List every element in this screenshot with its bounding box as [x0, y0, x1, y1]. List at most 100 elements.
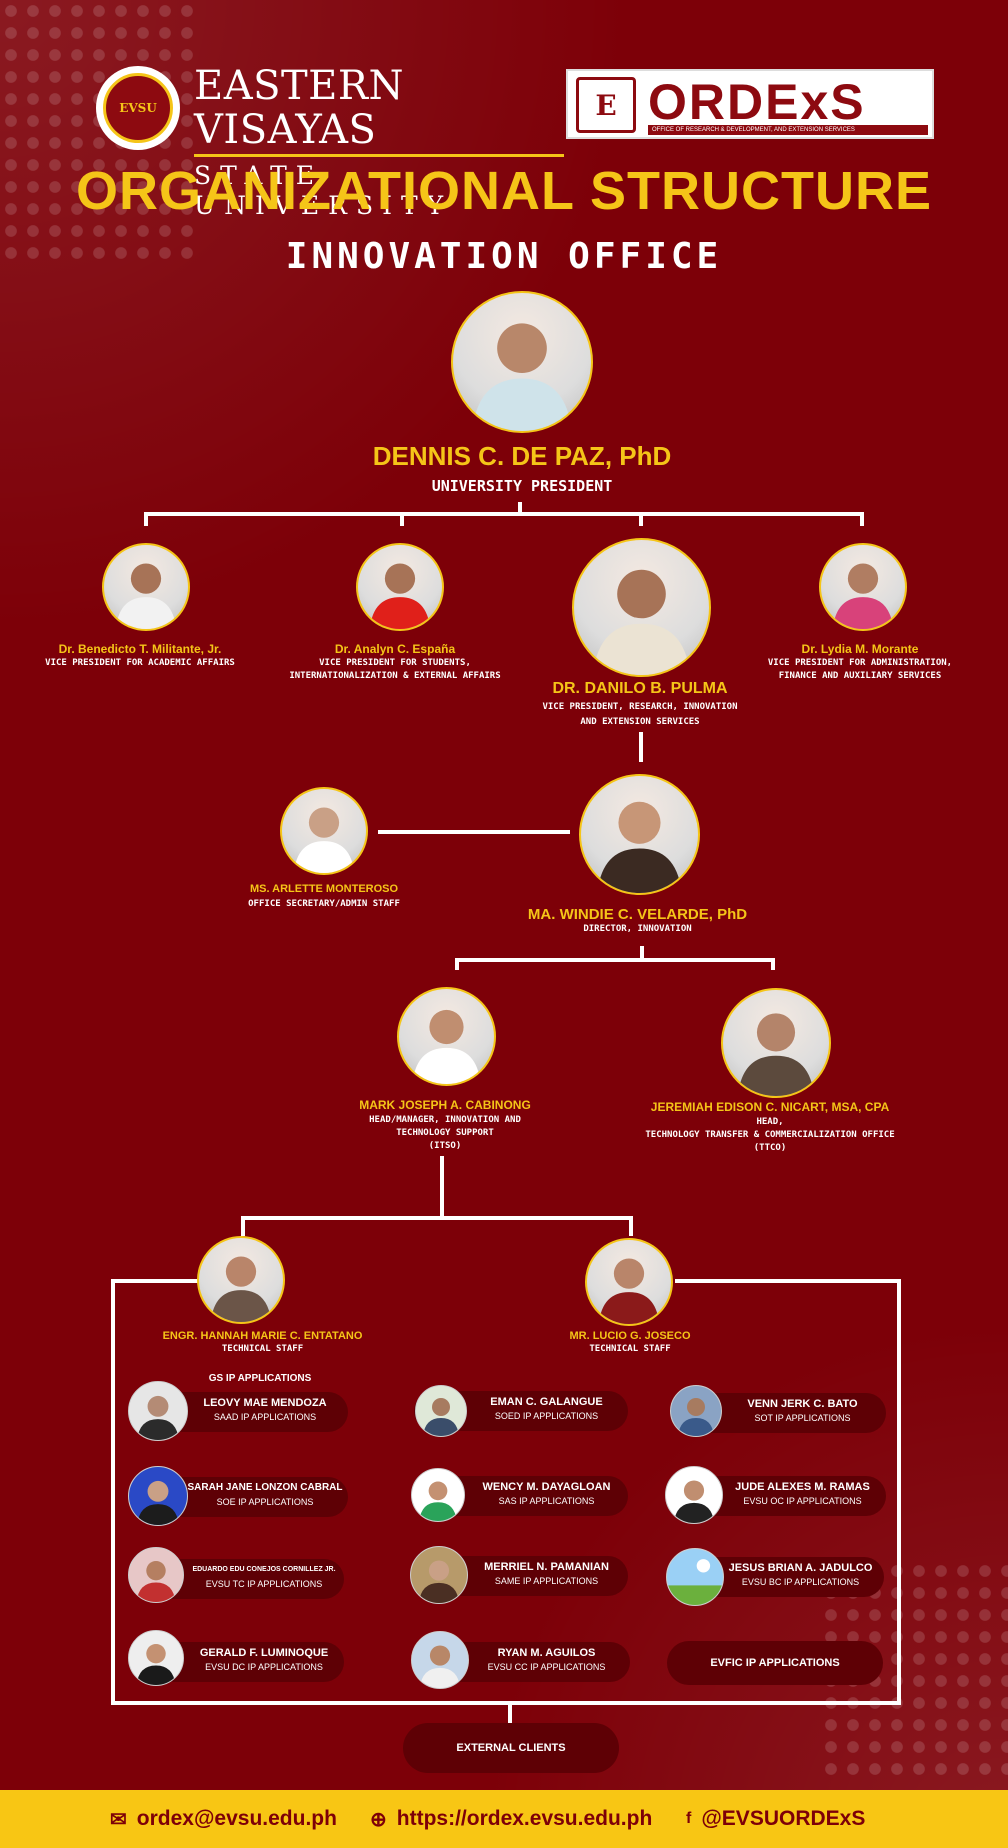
head-photo — [721, 988, 831, 1098]
vp-role: FINANCE AND AUXILIARY SERVICES — [778, 671, 942, 681]
vp-role: AND EXTENSION SERVICES — [580, 717, 700, 727]
globe-icon: ⊕ — [370, 1808, 387, 1831]
vp-role: VICE PRESIDENT FOR ACADEMIC AFFAIRS — [45, 658, 235, 668]
frame-line — [111, 1701, 901, 1705]
tech-staff-role: TECHNICAL STAFF — [221, 1344, 304, 1354]
ip-staff-name: RYAN M. AGUILOS — [497, 1647, 596, 1659]
tech-staff-name: ENGR. HANNAH MARIE C. ENTATANO — [162, 1330, 363, 1342]
person-icon — [293, 807, 355, 873]
secretary-photo — [280, 787, 368, 875]
university-name-rule — [194, 154, 564, 157]
ip-staff-unit: SAME IP APPLICATIONS — [494, 1576, 599, 1586]
ip-staff-photo — [128, 1630, 184, 1686]
ordex-name: ORDExS — [648, 74, 866, 130]
person-icon — [411, 1547, 467, 1603]
secretary-name: MS. ARLETTE MONTEROSO — [249, 883, 399, 895]
connector-line — [629, 1216, 633, 1236]
mail-icon: ✉ — [110, 1808, 127, 1831]
vp-role: VICE PRESIDENT, RESEARCH, INNOVATION — [542, 702, 738, 712]
head-role: TECHNOLOGY TRANSFER & COMMERCIALIZATION … — [645, 1130, 895, 1140]
connector-line — [455, 958, 775, 962]
external-clients-box: EXTERNAL CLIENTS — [403, 1723, 619, 1773]
page-subtitle: INNOVATION OFFICE — [285, 236, 723, 277]
frame-line — [111, 1279, 199, 1283]
tech-staff-role: TECHNICAL STAFF — [589, 1344, 671, 1354]
vp-name: Dr. Analyn C. España — [334, 642, 456, 656]
ip-staff-name: MERRIEL N. PAMANIAN — [484, 1561, 609, 1573]
tech-staff-name: MR. LUCIO G. JOSECO — [569, 1330, 691, 1342]
contact-footer: ✉ ordex@evsu.edu.ph ⊕ https://ordex.evsu… — [0, 1790, 1008, 1848]
evsu-seal-text: EVSU — [103, 73, 173, 143]
footer-facebook[interactable]: f @EVSUORDExS — [686, 1790, 865, 1848]
president-name: DENNIS C. DE PAZ, PhD — [372, 441, 672, 471]
connector-line — [860, 512, 864, 526]
frame-line — [675, 1279, 901, 1283]
head-photo — [397, 987, 496, 1086]
footer-email-text: ordex@evsu.edu.ph — [136, 1807, 337, 1830]
footer-website-text: https://ordex.evsu.edu.ph — [396, 1807, 653, 1830]
connector-line — [400, 512, 404, 526]
vp-role: VICE PRESIDENT FOR STUDENTS, — [319, 658, 471, 668]
president-photo — [451, 291, 593, 433]
person-icon — [412, 1632, 468, 1688]
connector-line — [378, 830, 570, 834]
footer-email[interactable]: ✉ ordex@evsu.edu.ph — [110, 1790, 337, 1848]
ip-staff-name: EDUARDO EDU CONEJOS CORNILLEZ JR. — [192, 1566, 336, 1573]
head-role: (TTCO) — [753, 1143, 787, 1153]
person-icon — [597, 801, 682, 893]
person-icon — [412, 1009, 481, 1084]
landscape-placeholder-icon — [667, 1549, 723, 1605]
ip-staff-unit: SOED IP APPLICATIONS — [494, 1411, 599, 1421]
footer-website[interactable]: ⊕ https://ordex.evsu.edu.ph — [370, 1790, 652, 1848]
ordex-logo: E ORDExS OFFICE OF RESEARCH & DEVELOPMEN… — [566, 69, 934, 139]
frame-line — [111, 1279, 115, 1705]
ip-staff-name: JUDE ALEXES M. RAMAS — [735, 1481, 870, 1493]
person-icon — [832, 563, 894, 629]
connector-line — [144, 512, 148, 526]
ip-staff-name: GERALD F. LUMINOQUE — [199, 1647, 329, 1659]
ip-staff-name: JESUS BRIAN A. JADULCO — [728, 1562, 873, 1574]
connector-line — [518, 502, 522, 514]
vp-name: Dr. Benedicto T. Militante, Jr. — [58, 642, 222, 656]
vp-photo — [572, 538, 711, 677]
gs-ip-label: GS IP APPLICATIONS — [208, 1373, 312, 1384]
ip-staff-unit: SOT IP APPLICATIONS — [754, 1413, 851, 1423]
ip-staff-unit: SOE IP APPLICATIONS — [216, 1497, 314, 1507]
facebook-icon: f — [686, 1810, 692, 1827]
person-icon — [666, 1467, 722, 1523]
president-role: UNIVERSITY PRESIDENT — [431, 477, 613, 495]
connector-line — [771, 958, 775, 970]
person-icon — [369, 563, 431, 629]
person-icon — [129, 1548, 183, 1602]
ip-staff-name: VENN JERK C. BATO — [747, 1398, 858, 1410]
evsu-seal-logo: EVSU — [96, 66, 180, 150]
head-role: TECHNOLOGY SUPPORT — [396, 1128, 494, 1138]
director-name: MA. WINDIE C. VELARDE, PhD — [527, 906, 748, 923]
ip-staff-photo — [411, 1631, 469, 1689]
evfic-ip-applications-box: EVFIC IP APPLICATIONS — [667, 1641, 883, 1685]
person-icon — [210, 1256, 272, 1322]
vp-photo — [356, 543, 444, 631]
connector-line — [241, 1216, 245, 1236]
ip-staff-unit: SAS IP APPLICATIONS — [498, 1496, 595, 1506]
ordex-tagline: OFFICE OF RESEARCH & DEVELOPMENT, AND EX… — [648, 125, 928, 135]
ip-staff-photo — [128, 1466, 188, 1526]
person-icon — [115, 563, 177, 629]
ip-staff-name: SARAH JANE LONZON CABRAL — [187, 1482, 343, 1493]
ip-staff-photo — [665, 1466, 723, 1524]
ip-staff-unit: EVSU TC IP APPLICATIONS — [205, 1579, 323, 1589]
ip-staff-photo — [410, 1546, 468, 1604]
university-name-line1: EASTERN VISAYAS — [194, 63, 404, 153]
connector-line — [640, 946, 644, 960]
connector-line — [241, 1216, 633, 1220]
ip-staff-unit: EVSU DC IP APPLICATIONS — [205, 1662, 323, 1672]
ip-staff-photo — [411, 1468, 465, 1522]
connector-line — [508, 1705, 512, 1723]
vp-photo — [102, 543, 190, 631]
ip-staff-name: EMAN C. GALANGUE — [490, 1396, 603, 1408]
head-name: MARK JOSEPH A. CABINONG — [359, 1098, 531, 1112]
person-icon — [129, 1382, 187, 1440]
director-role: DIRECTOR, INNOVATION — [583, 924, 692, 934]
vp-photo — [819, 543, 907, 631]
person-icon — [598, 1258, 660, 1324]
